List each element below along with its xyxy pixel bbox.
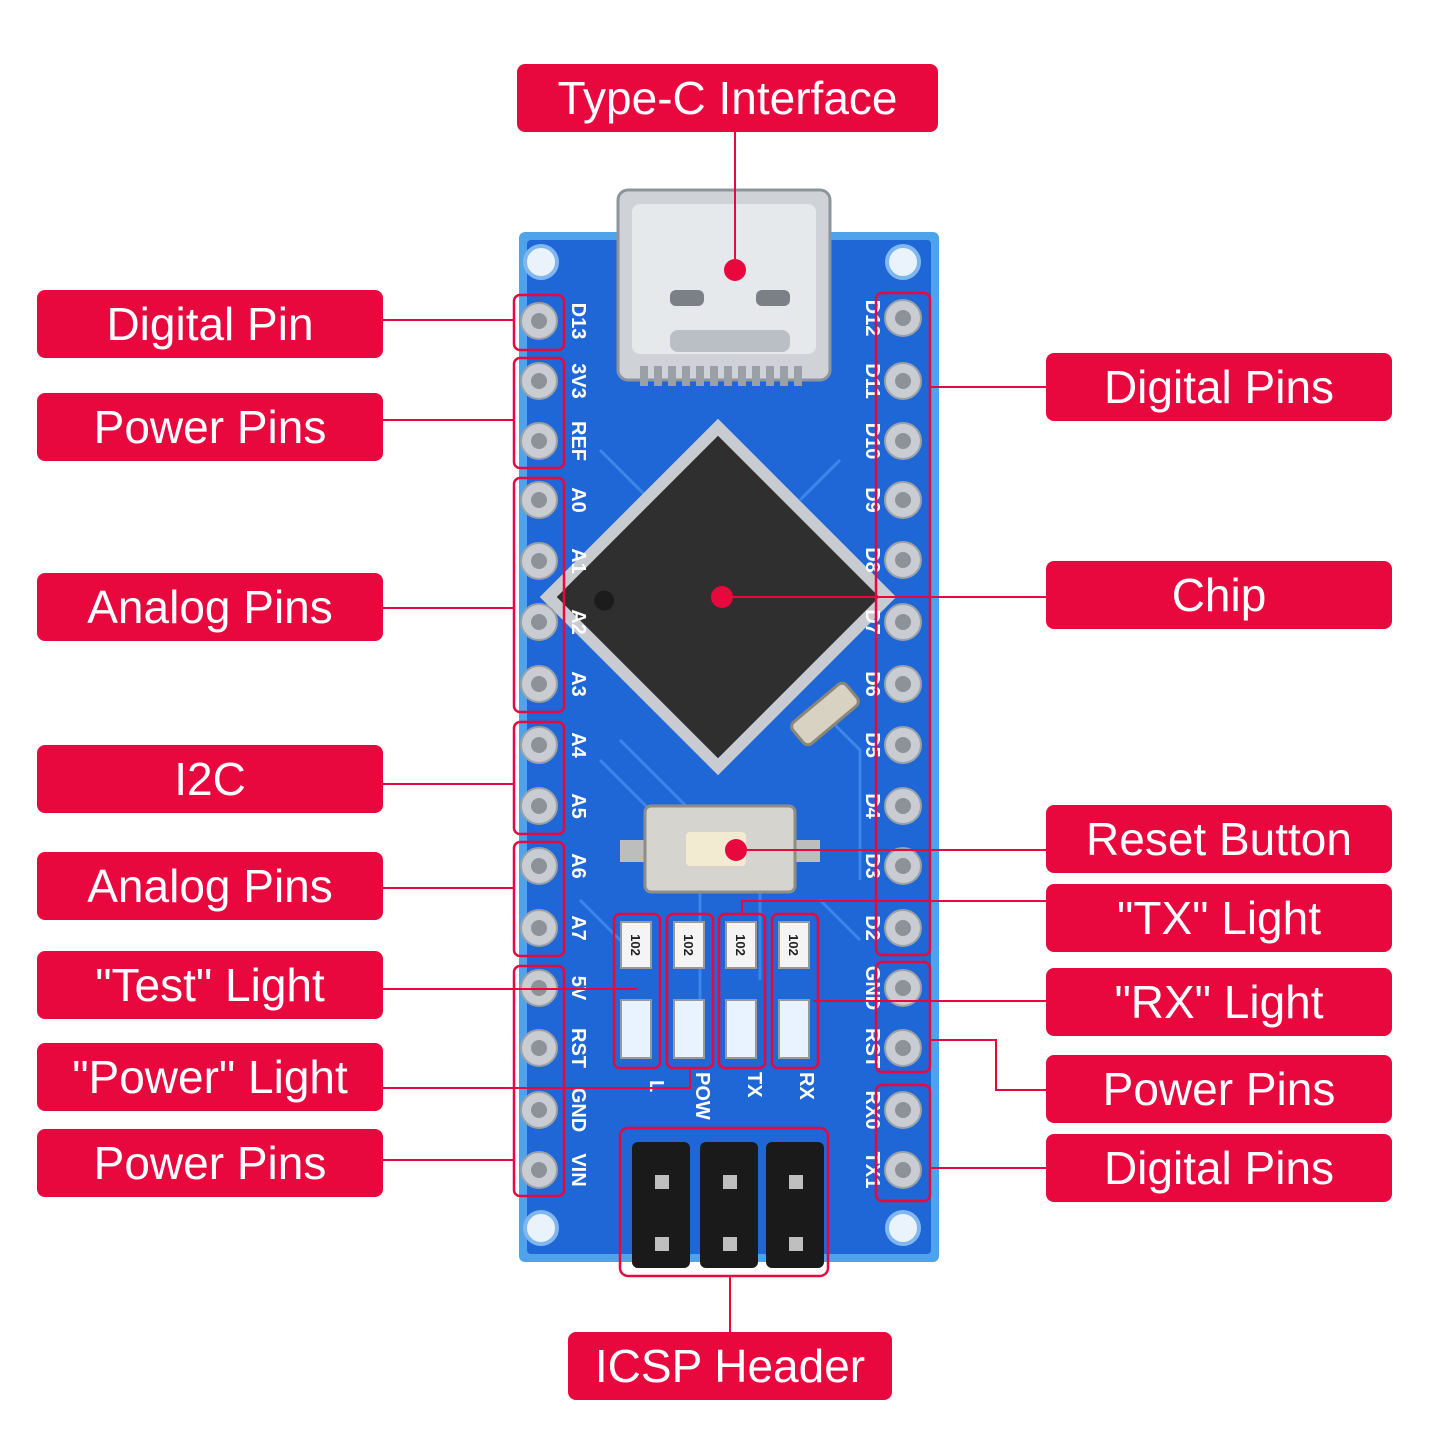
- callout-power-pins-right: Power Pins: [1046, 1055, 1392, 1123]
- right-pin-label-9: D4: [861, 793, 883, 819]
- right-pin-label-13: RST: [861, 1028, 883, 1068]
- right-pin-11-core: [895, 920, 911, 936]
- left-pin-8-core: [531, 737, 547, 753]
- resistor-codes: 102 102 102 102: [628, 934, 801, 956]
- right-pin-label-7: D6: [861, 671, 883, 697]
- callout-analog-pins-left-1: Analog Pins: [37, 573, 383, 641]
- left-pin-label-11: A7: [567, 915, 589, 941]
- callout-test-light: "Test" Light: [37, 951, 383, 1019]
- right-pin-10-core: [895, 858, 911, 874]
- right-pin-5-core: [895, 552, 911, 568]
- svg-text:POW: POW: [691, 1072, 713, 1120]
- right-pin-label-2: D11: [861, 363, 883, 399]
- callout-tx-light: "TX" Light: [1046, 884, 1392, 952]
- svg-text:102: 102: [733, 934, 748, 956]
- right-header-pins: [884, 299, 922, 1189]
- callout-digital-pins-right-top: Digital Pins: [1046, 353, 1392, 421]
- right-pin-12-core: [895, 980, 911, 996]
- right-pin-4-core: [895, 492, 911, 508]
- left-pin-label-3: REF: [567, 421, 589, 461]
- left-pin-13-core: [531, 1040, 547, 1056]
- left-pin-label-13: RST: [567, 1028, 589, 1068]
- svg-text:L: L: [645, 1080, 667, 1092]
- right-pin-9-core: [895, 798, 911, 814]
- pin-group-outlines: [512, 291, 932, 1278]
- left-pin-5-core: [531, 553, 547, 569]
- status-leds: [620, 921, 810, 1059]
- left-pin-6-core: [531, 614, 547, 630]
- right-pin-7-core: [895, 676, 911, 692]
- left-pin-7-core: [531, 676, 547, 692]
- svg-text:RX: RX: [795, 1072, 817, 1100]
- right-pin-14-core: [895, 1102, 911, 1118]
- left-pin-label-2: 3V3: [567, 363, 589, 399]
- right-pin-label-8: D5: [861, 732, 883, 758]
- left-pin-label-6: A2: [567, 609, 589, 635]
- left-pin-label-5: A1: [567, 548, 589, 574]
- right-pin-label-10: D3: [861, 853, 883, 879]
- left-pin-4-core: [531, 492, 547, 508]
- reset-button: [620, 804, 820, 894]
- pointer-dots: [711, 259, 747, 861]
- right-pin-2-core: [895, 373, 911, 389]
- right-pin-label-11: D2: [861, 915, 883, 941]
- left-pin-11-core: [531, 920, 547, 936]
- icsp-header: [632, 1142, 824, 1268]
- callout-type-c-interface: Type-C Interface: [517, 64, 938, 132]
- left-pin-label-14: GND: [567, 1088, 589, 1132]
- callout-chip: Chip: [1046, 561, 1392, 629]
- left-pin-label-1: D13: [567, 303, 589, 340]
- right-pin-1-core: [895, 310, 911, 326]
- left-pin-2-core: [531, 373, 547, 389]
- right-pin-13-core: [895, 1040, 911, 1056]
- right-pin-label-14: RX0: [861, 1091, 883, 1130]
- left-pin-label-7: A3: [567, 671, 589, 697]
- left-pin-label-10: A6: [567, 853, 589, 879]
- left-pin-15-core: [531, 1162, 547, 1178]
- callout-power-light: "Power" Light: [37, 1043, 383, 1111]
- callout-i2c: I2C: [37, 745, 383, 813]
- svg-text:102: 102: [681, 934, 696, 956]
- right-pin-label-12: GND: [861, 966, 883, 1010]
- right-pin-3-core: [895, 433, 911, 449]
- right-pin-label-5: D8: [861, 547, 883, 573]
- right-pin-label-1: D12: [861, 300, 883, 337]
- left-pin-label-4: A0: [567, 487, 589, 513]
- svg-text:102: 102: [786, 934, 801, 956]
- callout-reset-button: Reset Button: [1046, 805, 1392, 873]
- left-header-pins: [520, 302, 558, 1189]
- callout-icsp-header: ICSP Header: [568, 1332, 892, 1400]
- right-pin-label-6: D7: [861, 609, 883, 635]
- right-pin-label-4: D9: [861, 487, 883, 513]
- left-pin-10-core: [531, 858, 547, 874]
- callout-rx-light: "RX" Light: [1046, 968, 1392, 1036]
- left-pin-14-core: [531, 1102, 547, 1118]
- led-silkscreen: L POW TX RX: [645, 1072, 817, 1120]
- crystal: [790, 681, 860, 747]
- leader-lines: [383, 132, 1046, 1332]
- right-pin-15-core: [895, 1162, 911, 1178]
- callout-power-pins-left-bottom: Power Pins: [37, 1129, 383, 1197]
- left-pin-label-8: A4: [567, 732, 589, 758]
- type-c-connector: [616, 188, 832, 386]
- callout-power-pins-left-top: Power Pins: [37, 393, 383, 461]
- right-pin-label-15: TX1: [861, 1152, 883, 1189]
- right-pin-8-core: [895, 737, 911, 753]
- left-pin-label-15: VIN: [567, 1153, 589, 1186]
- mounting-holes: [523, 244, 921, 1246]
- callout-analog-pins-left-2: Analog Pins: [37, 852, 383, 920]
- callout-digital-pins-right-bottom: Digital Pins: [1046, 1134, 1392, 1202]
- left-pin-3-core: [531, 433, 547, 449]
- left-pin-9-core: [531, 798, 547, 814]
- svg-text:102: 102: [628, 934, 643, 956]
- callout-digital-pin-left: Digital Pin: [37, 290, 383, 358]
- right-pin-6-core: [895, 614, 911, 630]
- right-pin-label-3: D10: [861, 423, 883, 460]
- svg-text:TX: TX: [743, 1072, 765, 1098]
- left-pin-label-9: A5: [567, 793, 589, 819]
- left-pin-1-core: [531, 313, 547, 329]
